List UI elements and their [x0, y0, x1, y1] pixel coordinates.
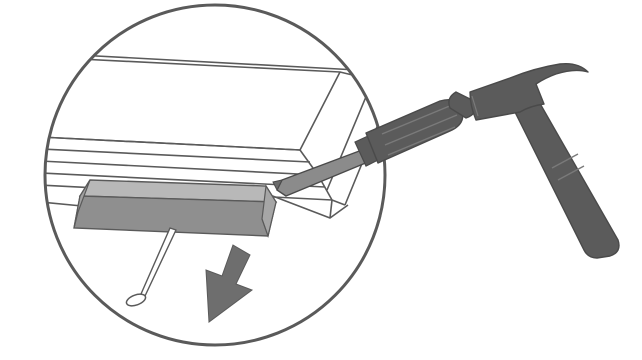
wooden-block	[73, 179, 278, 239]
detail-circle	[43, 3, 387, 347]
nail	[125, 227, 177, 307]
hammer	[448, 62, 620, 259]
removal-arrow	[205, 244, 254, 323]
screwdriver	[272, 98, 464, 197]
